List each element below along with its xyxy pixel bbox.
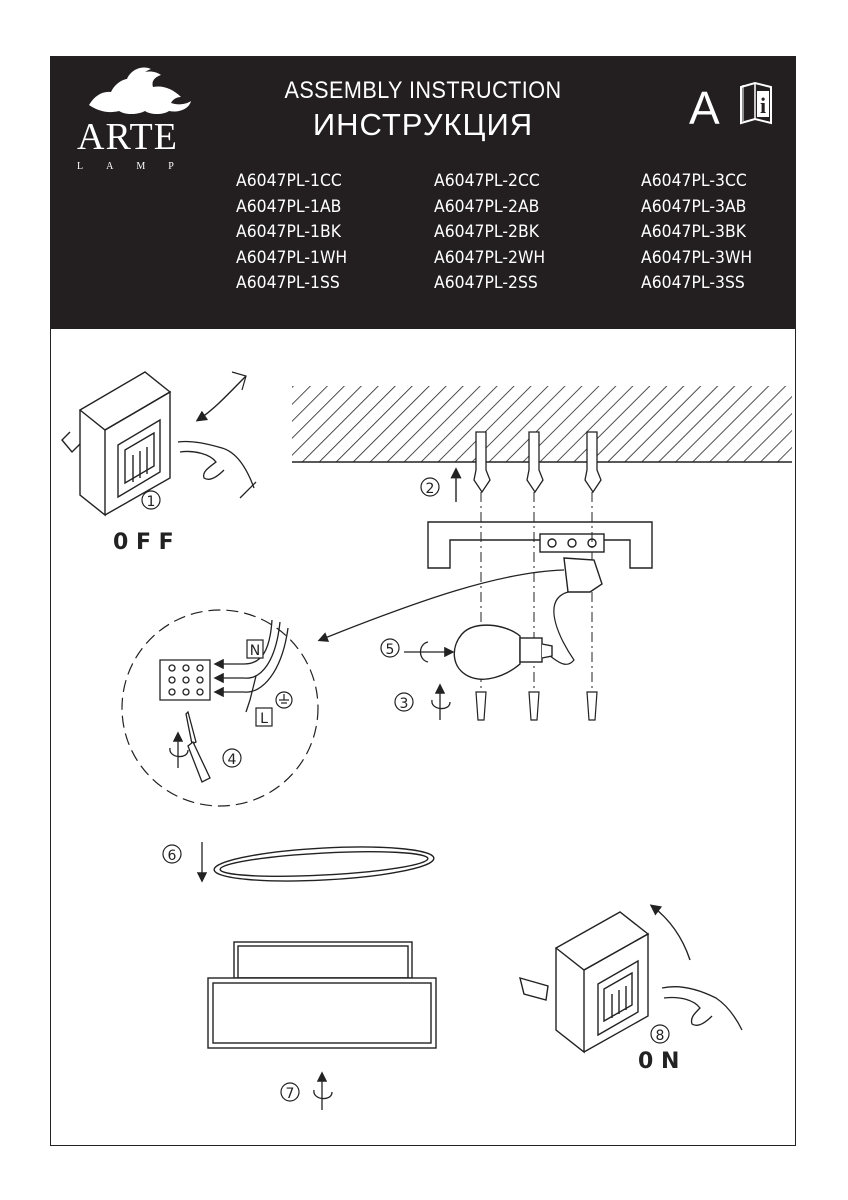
on-label: 0 N [638, 1049, 679, 1074]
step-5-number: 5 [386, 642, 395, 658]
rotate-arrow-icon [169, 731, 189, 768]
brand-logo-text: ARTE [77, 116, 178, 158]
model-column-2: A6047PL-2CC A6047PL-2AB A6047PL-2BK A604… [434, 169, 545, 297]
light-bulb [453, 624, 553, 680]
info-glyph: i [760, 93, 766, 118]
model-code: A6047PL-1CC [236, 171, 342, 191]
step-4-circle [222, 748, 242, 768]
hand-icon [177, 440, 257, 499]
switch-box-on [519, 911, 650, 1054]
model-code: A6047PL-1SS [236, 273, 340, 293]
model-code: A6047PL-3AB [641, 196, 747, 217]
gasket-ring [213, 846, 435, 882]
model-code: A6047PL-3BK [641, 222, 746, 242]
step-7-number: 7 [286, 1086, 295, 1102]
neutral-label: N [250, 643, 260, 659]
type-letter: A [689, 82, 720, 134]
model-code: A6047PL-3SS [641, 273, 745, 293]
step-8-circle [650, 1024, 670, 1044]
step-4-number: 4 [228, 752, 237, 768]
step-7-circle [280, 1082, 300, 1102]
lion-logo-icon [89, 67, 191, 114]
model-code: A6047PL-2SS [434, 273, 538, 293]
step-2-number: 2 [426, 481, 435, 497]
step-5-circle [380, 638, 400, 658]
screws [475, 691, 598, 721]
model-code: A6047PL-2WH [434, 247, 546, 268]
title-russian: ИНСТРУКЦИЯ [312, 107, 534, 142]
model-code: A6047PL-2BK [434, 222, 539, 242]
header-band: ARTE LAMP ASSEMBLY INSTRUCTION ИНСТРУКЦИ… [51, 57, 795, 329]
screwdriver-icon [185, 710, 211, 783]
rotate-arrow-icon [313, 1071, 333, 1110]
hand-icon [661, 986, 743, 1031]
mounting-bracket [427, 521, 653, 569]
rotate-arrow-icon [431, 683, 451, 720]
wiring-detail-circle [121, 609, 319, 807]
socket-icon [563, 557, 603, 593]
title-english: ASSEMBLY INSTRUCTION [284, 77, 562, 104]
model-code: A6047PL-1AB [236, 196, 342, 217]
model-code: A6047PL-1WH [236, 247, 348, 268]
brand-logo-subtext: LAMP [77, 161, 197, 172]
step-6-circle [162, 844, 182, 864]
step-2-circle [420, 477, 440, 497]
switch-box-off [61, 371, 172, 517]
step-8-number: 8 [656, 1028, 665, 1044]
off-label: 0 F F [113, 530, 174, 555]
live-label: L [260, 711, 268, 727]
model-column-3: A6047PL-3CC A6047PL-3AB A6047PL-3BK A604… [641, 169, 752, 297]
instruction-sheet: ARTE LAMP ASSEMBLY INSTRUCTION ИНСТРУКЦИ… [50, 56, 796, 1146]
curved-arrow-icon [649, 904, 691, 961]
wall-plugs [473, 431, 602, 494]
model-code: A6047PL-2CC [434, 171, 540, 191]
model-code: A6047PL-3CC [641, 171, 747, 191]
curved-arrow-icon [195, 375, 247, 422]
ceiling [292, 386, 792, 462]
step-1-number: 1 [147, 494, 156, 510]
model-column-1: A6047PL-1CC A6047PL-1AB A6047PL-1BK A604… [236, 169, 347, 297]
terminal-block [159, 659, 211, 701]
model-code: A6047PL-3WH [641, 247, 753, 268]
model-code: A6047PL-1BK [236, 222, 341, 242]
model-code: A6047PL-2AB [434, 196, 540, 217]
step-3-number: 3 [400, 696, 409, 712]
shade [207, 941, 437, 1049]
step-1-circle [141, 490, 161, 510]
step-6-number: 6 [168, 848, 177, 864]
info-book-icon: i [740, 81, 772, 125]
step-3-circle [394, 692, 414, 712]
rotate-arrow-icon [404, 641, 455, 663]
ground-symbol-icon [275, 691, 293, 709]
